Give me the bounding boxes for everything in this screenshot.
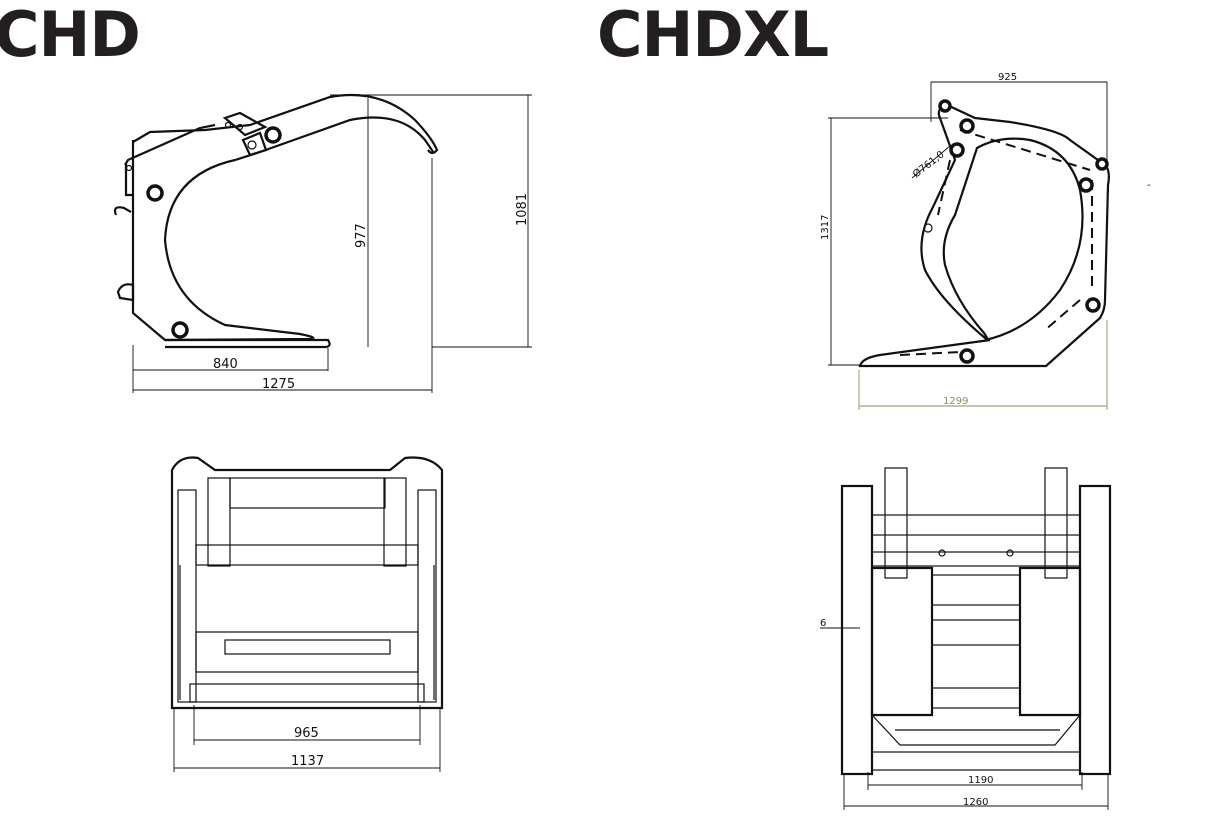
dim-840: 840 bbox=[213, 357, 238, 372]
dim-1260: 1260 bbox=[963, 797, 988, 808]
chd-front-view: 965 1137 bbox=[170, 456, 444, 772]
dim-diameter-761: Ø761,0 bbox=[910, 148, 946, 180]
dim-1317: 1317 bbox=[820, 215, 831, 240]
pin-hole bbox=[959, 348, 975, 364]
dim-1190: 1190 bbox=[968, 775, 993, 786]
pin-hole bbox=[264, 126, 282, 144]
dim-6: 6 bbox=[820, 618, 826, 629]
dim-1299: 1299 bbox=[943, 396, 968, 407]
pin-hole bbox=[171, 321, 189, 339]
chd-side-view: 840 1275 977 1081 bbox=[113, 93, 532, 393]
chdxl-front-view: 6 1190 1260 bbox=[820, 467, 1112, 810]
dim-1275: 1275 bbox=[262, 377, 295, 392]
dim-925: 925 bbox=[998, 72, 1017, 83]
model-title-chd: CHD bbox=[0, 0, 141, 71]
model-title-chdxl: CHDXL bbox=[597, 0, 829, 71]
pin-hole bbox=[959, 118, 975, 134]
stray-mark: - bbox=[1147, 180, 1151, 191]
pin-hole bbox=[1085, 297, 1101, 313]
pin-hole bbox=[146, 184, 164, 202]
dim-965: 965 bbox=[294, 726, 319, 741]
pin-hole bbox=[938, 99, 952, 113]
pin-hole bbox=[949, 142, 965, 158]
pin-hole bbox=[1095, 157, 1109, 171]
chdxl-side-view: 925 1317 Ø761,0 1299 - bbox=[820, 72, 1151, 410]
dim-1081: 1081 bbox=[515, 193, 530, 226]
dim-977: 977 bbox=[354, 223, 369, 248]
pin-hole bbox=[1078, 177, 1094, 193]
dim-1137: 1137 bbox=[291, 754, 324, 769]
